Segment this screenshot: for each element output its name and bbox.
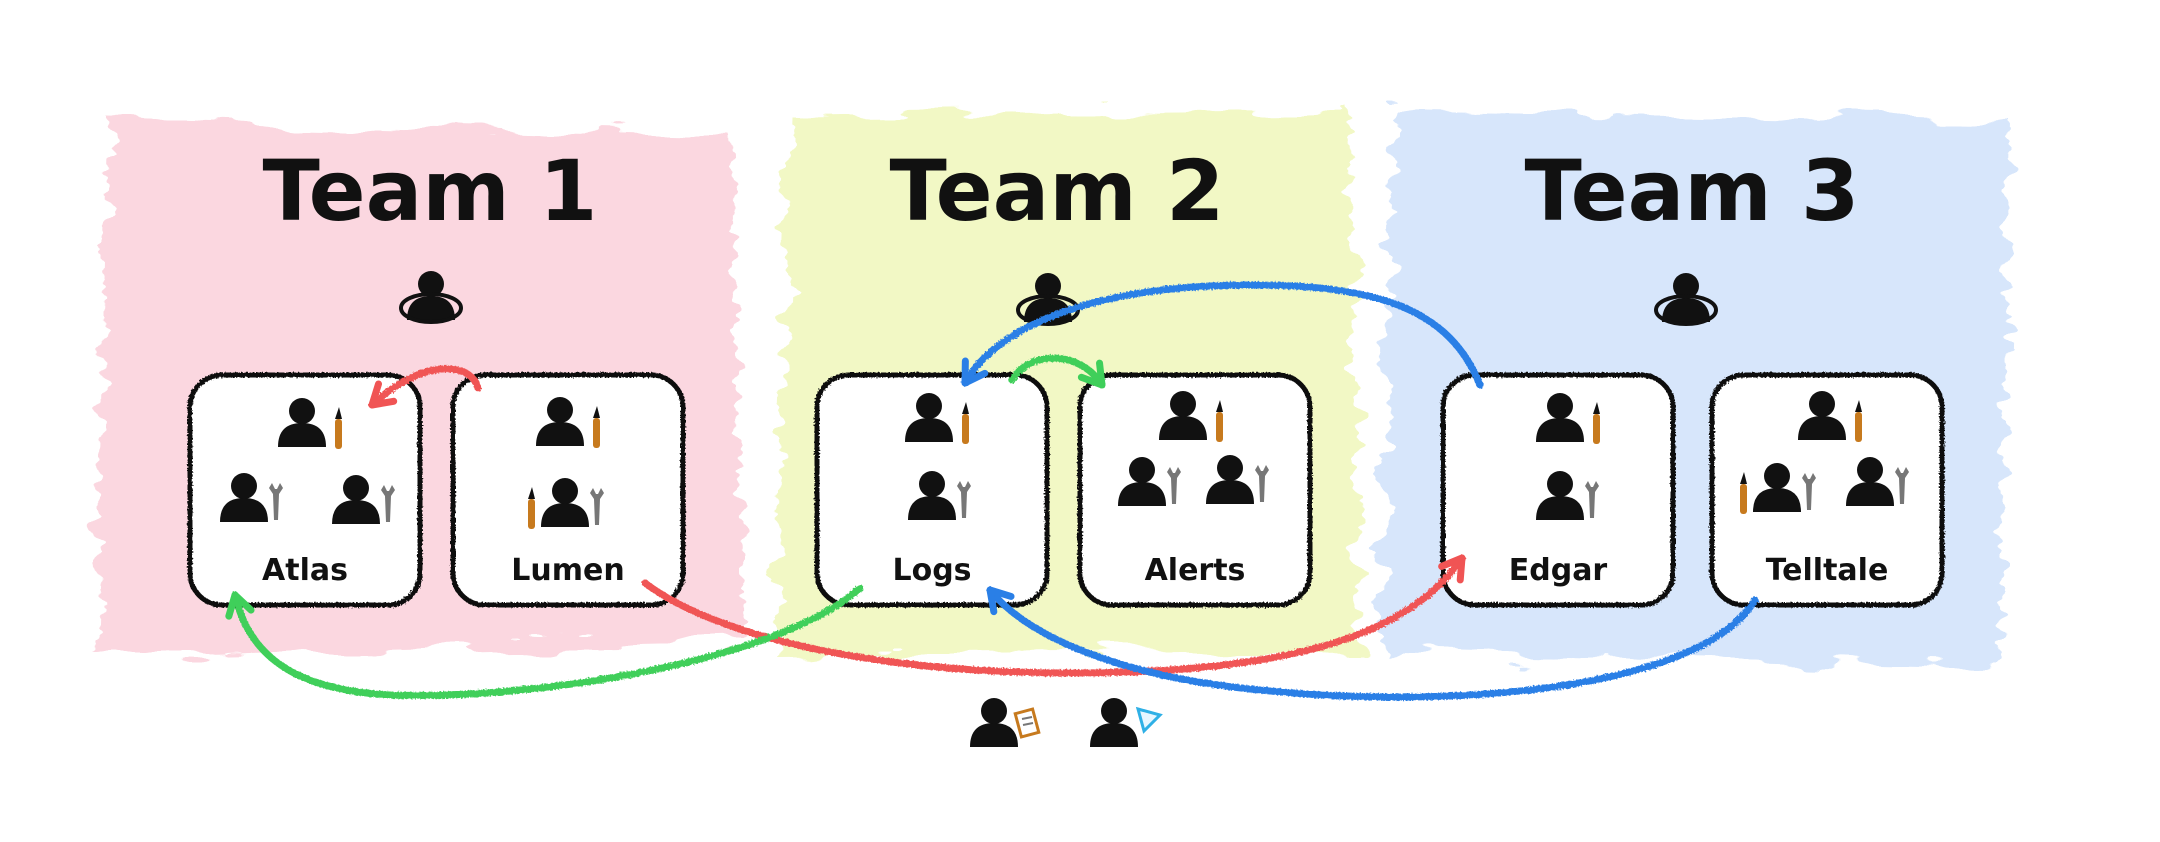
service-label-lumen: Lumen (511, 553, 624, 588)
team-2-title: Team 2 (889, 142, 1224, 240)
arrowhead-logs-to-atlas (225, 591, 255, 620)
service-label-telltale: Telltale (1766, 553, 1889, 588)
arrow-lumen-to-edgar (641, 554, 1466, 677)
team-3-title: Team 3 (1524, 142, 1859, 240)
service-box-logs[interactable]: Logs (814, 372, 1050, 608)
arrowhead-logs-to-alerts (1077, 359, 1106, 389)
product-manager-clipboard-icon (970, 698, 1041, 747)
arrow-telltale-to-logs (986, 586, 1759, 701)
team-1-title: Team 1 (262, 142, 597, 240)
team-1-lead-icon (399, 271, 463, 324)
service-box-alerts[interactable]: Alerts (1077, 372, 1313, 608)
service-label-atlas: Atlas (262, 553, 348, 588)
arrowhead-lumen-to-atlas (368, 380, 398, 409)
arrow-logs-to-alerts (1008, 354, 1106, 389)
arrowhead-lumen-to-edgar (1438, 554, 1466, 584)
service-label-edgar: Edgar (1509, 553, 1608, 588)
arrowhead-edgar-to-logs (961, 357, 989, 387)
service-box-atlas[interactable]: Atlas (187, 372, 423, 608)
service-label-alerts: Alerts (1145, 553, 1246, 588)
designer-ruler-icon (1090, 698, 1163, 747)
service-label-logs: Logs (892, 553, 971, 588)
team-3-lead-icon (1654, 273, 1718, 326)
service-box-telltale[interactable]: Telltale (1709, 372, 1945, 608)
arrow-lumen-to-atlas (368, 365, 482, 409)
arrow-edgar-to-logs (961, 281, 1484, 389)
arrowhead-telltale-to-logs (986, 586, 1015, 616)
service-box-edgar[interactable]: Edgar (1440, 372, 1676, 608)
arrow-logs-to-atlas (231, 584, 864, 699)
service-box-lumen[interactable]: Lumen (450, 372, 686, 608)
